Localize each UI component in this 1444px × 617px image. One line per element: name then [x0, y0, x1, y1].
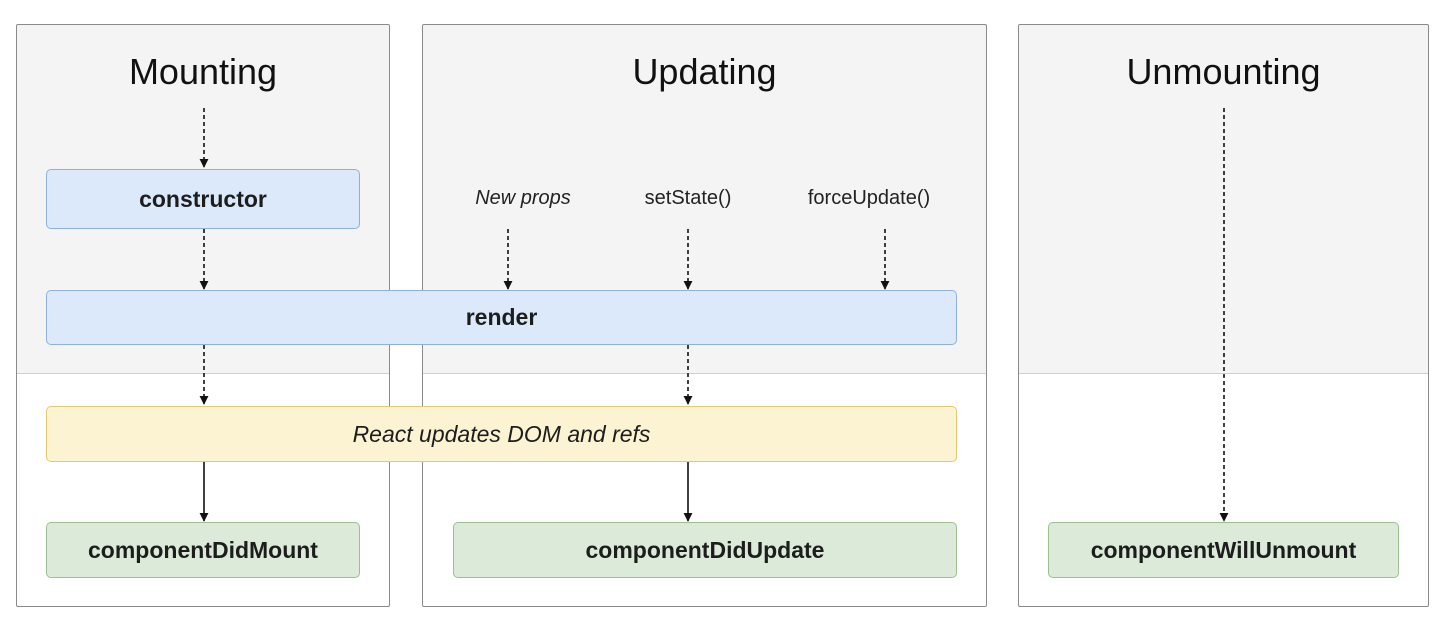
trigger-new-props: New props [475, 187, 571, 209]
trigger-force-update: forceUpdate() [807, 187, 931, 209]
trigger-set-state: setState() [644, 187, 732, 209]
render-box: render [46, 290, 957, 345]
phase-divider [17, 373, 389, 374]
component-did-update-box: componentDidUpdate [453, 522, 957, 578]
component-will-unmount-box: componentWillUnmount [1048, 522, 1399, 578]
updating-title: Updating [632, 51, 777, 92]
unmounting-panel: Unmounting [1018, 24, 1429, 607]
unmounting-title: Unmounting [1126, 51, 1321, 92]
mounting-title: Mounting [128, 51, 278, 92]
phase-divider [1019, 373, 1428, 374]
constructor-box: constructor [46, 169, 360, 229]
component-did-mount-box: componentDidMount [46, 522, 360, 578]
react-updates-dom-box: React updates DOM and refs [46, 406, 957, 462]
phase-divider [423, 373, 986, 374]
